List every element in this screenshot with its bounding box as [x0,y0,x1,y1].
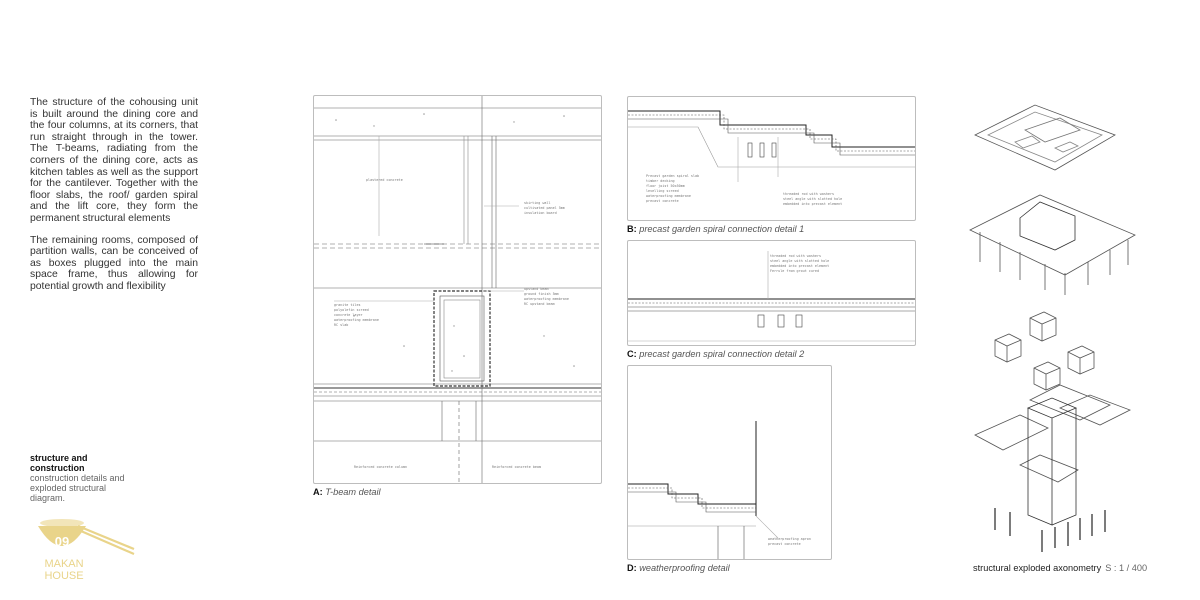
axo-core-and-t-beams [974,384,1131,526]
detail-b-title: precast garden spiral connection detail … [639,224,805,234]
detail-a-letter: A: [313,487,323,497]
svg-text:plastered concrete: plastered concrete [366,178,403,182]
svg-text:polyolefin screed: polyolefin screed [334,308,369,312]
axo-floor-slab [969,194,1136,295]
svg-text:waterproofing membrane: waterproofing membrane [646,194,691,198]
svg-text:granite tiles: granite tiles [334,303,361,307]
detail-a-drawing: plastered concrete skirting wall cultiva… [313,95,602,484]
weatherproofing-section: weatherproofing apron precast concrete [628,421,811,559]
svg-text:threaded rod with washers: threaded rod with washers [783,192,834,196]
detail-d-caption: D: weatherproofing detail [627,563,730,573]
svg-text:embedded into precast element: embedded into precast element [783,202,842,206]
intro-paragraph-2: The remaining rooms, composed of partiti… [30,234,198,292]
svg-text:weatherproofing apron: weatherproofing apron [768,537,811,541]
detail-c-caption: C: precast garden spiral connection deta… [627,349,804,359]
detail-b-drawing: Precast garden spiral slab timber deckin… [627,96,916,221]
axo-columns [994,508,1106,552]
svg-text:levelling screed: levelling screed [646,189,679,193]
axonometry-scale: S : 1 / 400 [1105,563,1148,573]
svg-text:RC slab: RC slab [334,323,348,327]
detail-b-letter: B: [627,224,637,234]
svg-text:precast concrete: precast concrete [646,199,679,203]
svg-text:Reinforced concrete column: Reinforced concrete column [354,465,407,469]
detail-a-caption: A: T-beam detail [313,487,381,497]
detail-d-letter: D: [627,563,637,573]
t-beam-section: plastered concrete skirting wall cultiva… [314,96,601,483]
svg-text:Reinforced concrete beam: Reinforced concrete beam [492,465,541,469]
section-label: structure and construction construction … [30,453,140,503]
detail-d-drawing: weatherproofing apron precast concrete [627,365,832,560]
svg-text:upstand beam: upstand beam [524,287,549,291]
svg-text:skirting wall: skirting wall [524,201,551,205]
intro-text: The structure of the cohousing unit is b… [30,97,198,303]
axonometry-title: structural exploded axonometry [973,563,1102,573]
garden-spiral-connection-2: threaded rod with washers steel angle wi… [628,251,915,342]
detail-c-title: precast garden spiral connection detail … [639,349,805,359]
svg-text:threaded rod with washers: threaded rod with washers [770,254,821,258]
garden-spiral-connection-1: Precast garden spiral slab timber deckin… [628,110,915,206]
detail-a-title: T-beam detail [325,487,381,497]
detail-b-caption: B: precast garden spiral connection deta… [627,224,804,234]
svg-text:Ferrule from grout cured: Ferrule from grout cured [770,269,819,273]
axo-roof-garden-spiral [974,104,1116,171]
svg-text:insulation board: insulation board [524,211,557,215]
detail-c-letter: C: [627,349,637,359]
detail-c-drawing: threaded rod with washers steel angle wi… [627,240,916,346]
svg-text:ground finish 5mm: ground finish 5mm [524,292,559,296]
logo-number: 09 [55,534,69,549]
svg-text:precast concrete: precast concrete [768,542,801,546]
axo-room-boxes [994,311,1095,391]
svg-text:steel angle with slotted hole: steel angle with slotted hole [783,197,842,201]
logo-line-2: HOUSE [44,570,83,582]
exploded-axonometry [969,104,1136,552]
svg-text:waterproofing membrane: waterproofing membrane [334,318,379,322]
svg-text:timber decking: timber decking [646,179,675,183]
makan-house-logo: 09 MAKAN HOUSE [38,519,135,582]
svg-text:waterproofing membrane: waterproofing membrane [524,297,569,301]
svg-text:cultivated panel 5mm: cultivated panel 5mm [524,206,565,210]
intro-paragraph-1: The structure of the cohousing unit is b… [30,97,198,224]
svg-text:steel angle with slotted hole: steel angle with slotted hole [770,259,829,263]
svg-text:floor joist 50x50mm: floor joist 50x50mm [646,184,685,188]
section-title: structure and construction [30,453,88,473]
svg-text:Precast garden spiral slab: Precast garden spiral slab [646,174,699,178]
svg-text:RC upstand beam: RC upstand beam [524,302,555,306]
svg-text:embedded into precast element: embedded into precast element [770,264,829,268]
detail-d-title: weatherproofing detail [639,563,730,573]
section-subtitle: construction details and exploded struct… [30,473,125,503]
svg-text:concrete layer: concrete layer [334,313,363,317]
logo-line-1: MAKAN [44,558,83,570]
